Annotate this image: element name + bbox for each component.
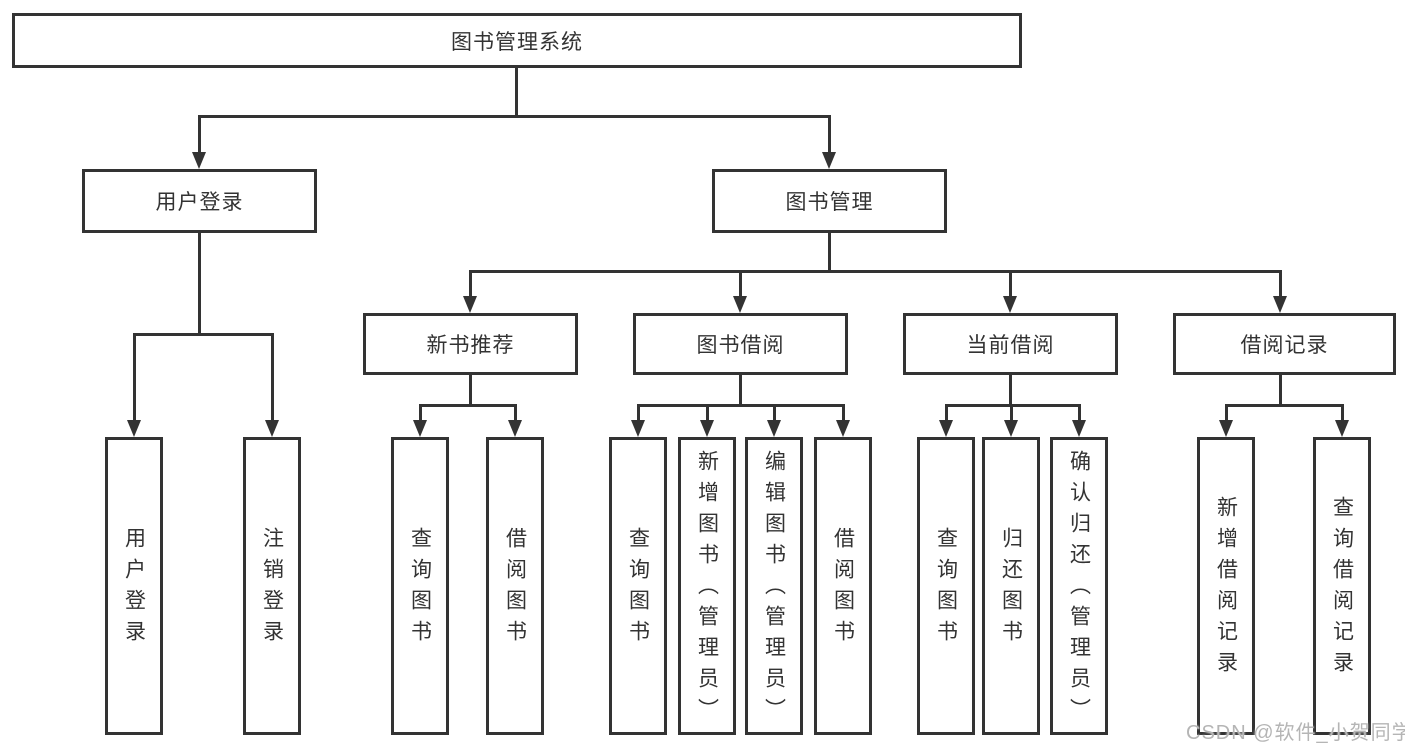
arrowhead-down-icon bbox=[265, 420, 279, 437]
arrowhead-down-icon bbox=[836, 420, 850, 437]
connector-line bbox=[133, 333, 274, 336]
leaf-query-books-borrowing: 查询图书 bbox=[609, 437, 667, 735]
connector-line bbox=[1279, 270, 1282, 297]
node-current-borrowing: 当前借阅 bbox=[903, 313, 1118, 375]
connector-line bbox=[1279, 375, 1282, 406]
connector-line bbox=[469, 375, 472, 406]
connector-line bbox=[198, 115, 201, 153]
arrowhead-down-icon bbox=[508, 420, 522, 437]
connector-line bbox=[739, 270, 742, 297]
arrowhead-down-icon bbox=[767, 420, 781, 437]
arrowhead-down-icon bbox=[1219, 420, 1233, 437]
leaf-query-borrow-record: 查询借阅记录 bbox=[1313, 437, 1371, 735]
arrowhead-down-icon bbox=[1273, 296, 1287, 313]
connector-line bbox=[514, 404, 517, 421]
leaf-edit-books-admin: 编辑图书（管理员） bbox=[745, 437, 803, 735]
connector-line bbox=[842, 404, 845, 421]
connector-line bbox=[773, 404, 776, 421]
connector-line bbox=[1009, 375, 1012, 406]
leaf-add-books-admin: 新增图书（管理员） bbox=[678, 437, 736, 735]
connector-line bbox=[1009, 270, 1012, 297]
connector-line bbox=[1078, 404, 1081, 421]
arrowhead-down-icon bbox=[413, 420, 427, 437]
connector-line bbox=[133, 333, 136, 421]
connector-line bbox=[198, 233, 201, 335]
connector-line bbox=[419, 404, 517, 407]
node-book-management: 图书管理 bbox=[712, 169, 947, 233]
arrowhead-down-icon bbox=[192, 152, 206, 169]
leaf-return-books: 归还图书 bbox=[982, 437, 1040, 735]
arrowhead-down-icon bbox=[700, 420, 714, 437]
arrowhead-down-icon bbox=[733, 296, 747, 313]
connector-line bbox=[1341, 404, 1344, 421]
node-new-book-recommend: 新书推荐 bbox=[363, 313, 578, 375]
connector-line bbox=[945, 404, 948, 421]
connector-line bbox=[419, 404, 422, 421]
connector-line bbox=[469, 270, 1282, 273]
leaf-add-borrow-record: 新增借阅记录 bbox=[1197, 437, 1255, 735]
arrowhead-down-icon bbox=[463, 296, 477, 313]
connector-line bbox=[1225, 404, 1344, 407]
node-user-login: 用户登录 bbox=[82, 169, 317, 233]
arrowhead-down-icon bbox=[1335, 420, 1349, 437]
connector-line bbox=[515, 68, 518, 117]
leaf-logout: 注销登录 bbox=[243, 437, 301, 735]
connector-line bbox=[828, 115, 831, 153]
leaf-user-login: 用户登录 bbox=[105, 437, 163, 735]
leaf-query-books-current: 查询图书 bbox=[917, 437, 975, 735]
arrowhead-down-icon bbox=[1072, 420, 1086, 437]
arrowhead-down-icon bbox=[1004, 420, 1018, 437]
connector-line bbox=[739, 375, 742, 406]
leaf-confirm-return-admin: 确认归还（管理员） bbox=[1050, 437, 1108, 735]
node-book-borrowing: 图书借阅 bbox=[633, 313, 848, 375]
connector-line bbox=[1225, 404, 1228, 421]
connector-line bbox=[198, 115, 830, 118]
connector-line bbox=[637, 404, 845, 407]
connector-line bbox=[637, 404, 640, 421]
connector-line bbox=[271, 333, 274, 421]
leaf-borrow-books: 借阅图书 bbox=[814, 437, 872, 735]
connector-line bbox=[469, 270, 472, 297]
arrowhead-down-icon bbox=[939, 420, 953, 437]
arrowhead-down-icon bbox=[822, 152, 836, 169]
node-root-library-system: 图书管理系统 bbox=[12, 13, 1022, 68]
leaf-borrow-books-recommend: 借阅图书 bbox=[486, 437, 544, 735]
arrowhead-down-icon bbox=[127, 420, 141, 437]
connector-line bbox=[945, 404, 1081, 407]
connector-line bbox=[828, 233, 831, 272]
leaf-query-books-recommend: 查询图书 bbox=[391, 437, 449, 735]
arrowhead-down-icon bbox=[1003, 296, 1017, 313]
connector-line bbox=[706, 404, 709, 421]
node-borrowing-records: 借阅记录 bbox=[1173, 313, 1396, 375]
connector-line bbox=[1010, 404, 1013, 421]
arrowhead-down-icon bbox=[631, 420, 645, 437]
csdn-watermark: CSDN @软件_小贺同学 bbox=[1186, 722, 1405, 744]
